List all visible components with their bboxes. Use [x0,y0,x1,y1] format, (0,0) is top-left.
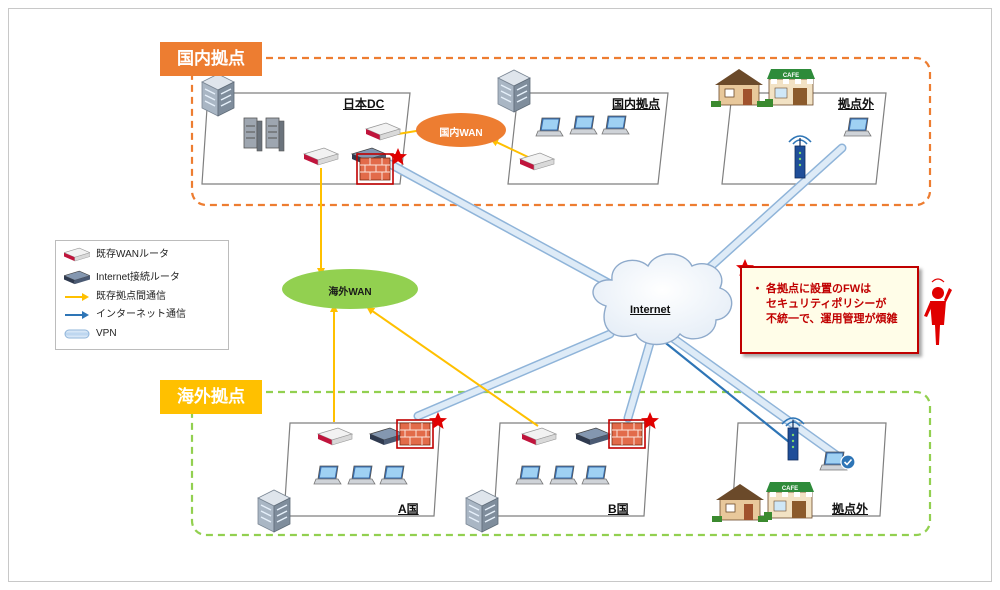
site-label-japan-dc: 日本DC [343,97,385,111]
vpn-tunnel [695,145,845,281]
vpn-pipe-icon [64,329,90,339]
firewall-icon [399,422,431,446]
house-icon [710,68,768,108]
site-box-domestic-off-site [721,92,887,185]
orange-arrow-icon [65,293,89,301]
site-label-country-a: A国 [398,502,419,516]
overseas-region-border [190,390,932,537]
legend-label: 既存拠点間通信 [96,291,166,302]
legend-label: 既存WANルータ [96,249,169,260]
site-label-domestic-off-site: 拠点外 [838,97,875,111]
domestic-wan-label: 国内WAN [439,128,483,139]
firewall-icon [611,422,643,446]
legend-label: VPN [96,328,117,339]
issue-note-box: ・ 各拠点に設置のFWは セキュリティポリシーが 不統一で、運用管理が煩雑 [740,266,919,354]
note-line: セキュリティポリシーが [766,298,887,310]
cafe-sign-text: CAFE [782,486,798,492]
issue-note-text: ・ 各拠点に設置のFWは セキュリティポリシーが 不統一で、運用管理が煩雑 [752,282,912,327]
vpn-check-mark [843,458,853,466]
firewall-highlight [356,153,394,185]
legend-item-wan-router: 既存WANルータ [64,247,169,263]
cafe-sign-text: CAFE [783,73,799,79]
legend-item-internet-link: インターネット通信 [64,307,186,323]
internet-link [661,339,795,447]
existing-wan-link [490,138,529,158]
vpn-tunnels [385,143,851,467]
existing-wan-link [366,306,539,427]
internet-router-icon [64,270,90,285]
building-icon [257,489,291,533]
building-icon [497,69,531,113]
troubled-person-icon [924,278,952,345]
firewall-highlight [608,419,646,449]
blue-arrow-icon [65,311,89,319]
firewall-icon [359,157,391,181]
vpn-tunnel [667,333,849,465]
legend-item-vpn: VPN [64,326,117,342]
server-icon [243,117,263,152]
legend-item-existing-link: 既存拠点間通信 [64,289,166,305]
site-label-overseas-off-site: 拠点外 [832,502,869,516]
server-icon [265,117,285,152]
vpn-tunnel [415,331,613,419]
building-icon [465,489,499,533]
legend-label: Internet接続ルータ [96,272,180,283]
legend-item-internet-router: Internet接続ルータ [64,270,180,286]
firewall-highlight [396,419,434,449]
legend: 既存WANルータ Internet接続ルータ 既存拠点間通信 インターネット通信… [55,240,229,350]
vpn-check-icon [840,454,856,470]
overseas-region-label: 海外拠点 [160,380,262,414]
domestic-region-border [190,56,932,207]
domestic-region-label: 国内拠点 [160,42,262,76]
vpn-tunnel [387,161,615,288]
overseas-wan-ellipse [282,269,418,309]
site-label-country-b: B国 [608,502,629,516]
internet-label: Internet [630,304,671,316]
internet-cloud [592,253,733,346]
overseas-wan-label: 海外WAN [328,287,372,298]
note-line: 各拠点に設置のFWは [766,283,872,295]
note-bullet: ・ [752,283,763,295]
legend-label: インターネット通信 [96,309,186,320]
domestic-wan-ellipse [416,113,506,147]
wan-router-icon [64,247,90,262]
note-line: 不統一で、運用管理が煩雑 [766,313,898,325]
building-icon [201,73,235,117]
vpn-tunnel [625,333,655,421]
site-label-domestic-site: 国内拠点 [612,97,661,111]
